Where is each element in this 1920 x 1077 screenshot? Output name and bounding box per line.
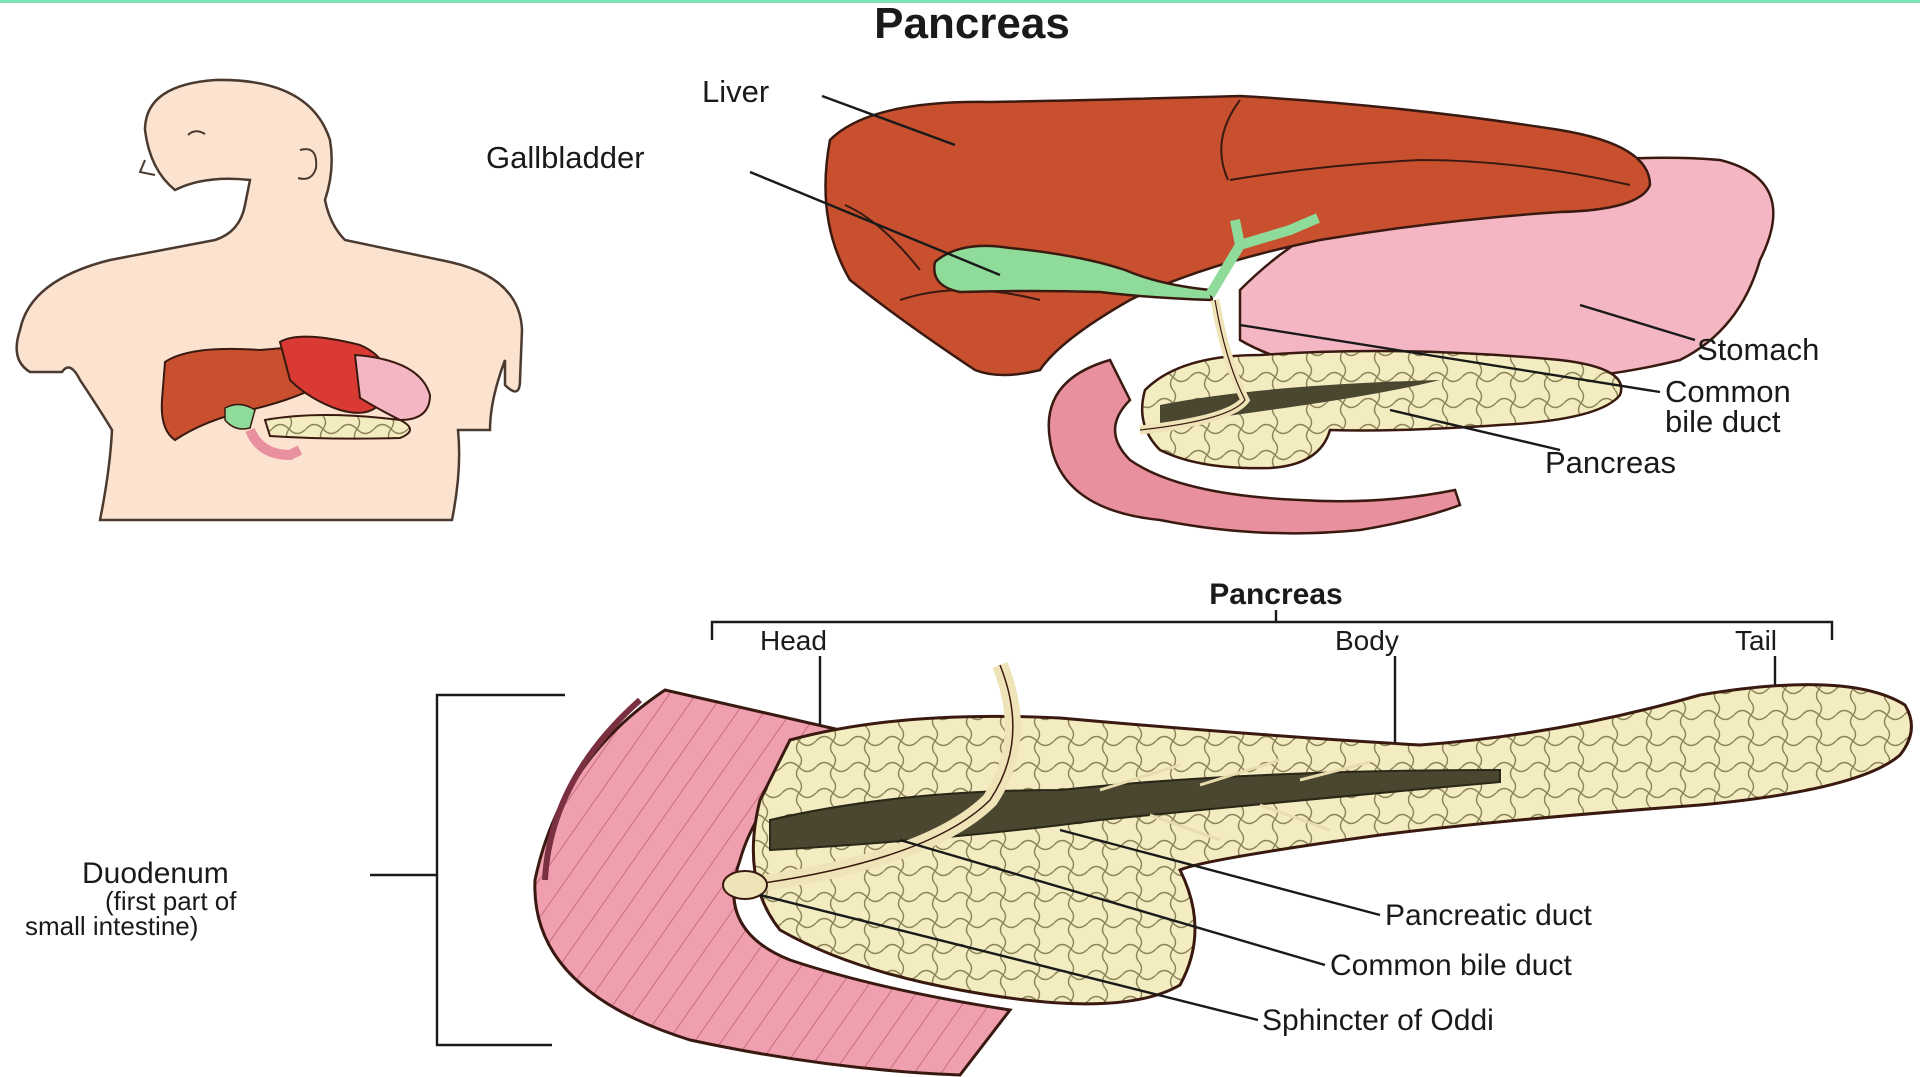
liver-label: Liver: [702, 74, 769, 109]
common-bile-duct-label-line2: bile duct: [1665, 404, 1781, 439]
pancreas-detail: Pancreas Head Body Tail Duodenum (first …: [25, 578, 1911, 1075]
head-label: Head: [760, 625, 827, 656]
human-figure: [17, 80, 522, 520]
duodenum-sub2: small intestine): [25, 911, 198, 941]
common-bile-duct-label: Common bile duct: [1330, 949, 1572, 982]
pancreatic-duct-label: Pancreatic duct: [1385, 899, 1592, 932]
gallbladder-label: Gallbladder: [486, 140, 645, 175]
pancreas-heading: Pancreas: [1209, 578, 1342, 611]
pancreas-label-top: Pancreas: [1545, 445, 1676, 480]
body-label: Body: [1335, 625, 1399, 656]
figure-title: Pancreas: [874, 0, 1070, 48]
stomach-label: Stomach: [1697, 332, 1819, 367]
sphincter-label: Sphincter of Oddi: [1262, 1004, 1494, 1037]
pancreas-bracket: [712, 610, 1832, 640]
tail-label: Tail: [1735, 625, 1777, 656]
